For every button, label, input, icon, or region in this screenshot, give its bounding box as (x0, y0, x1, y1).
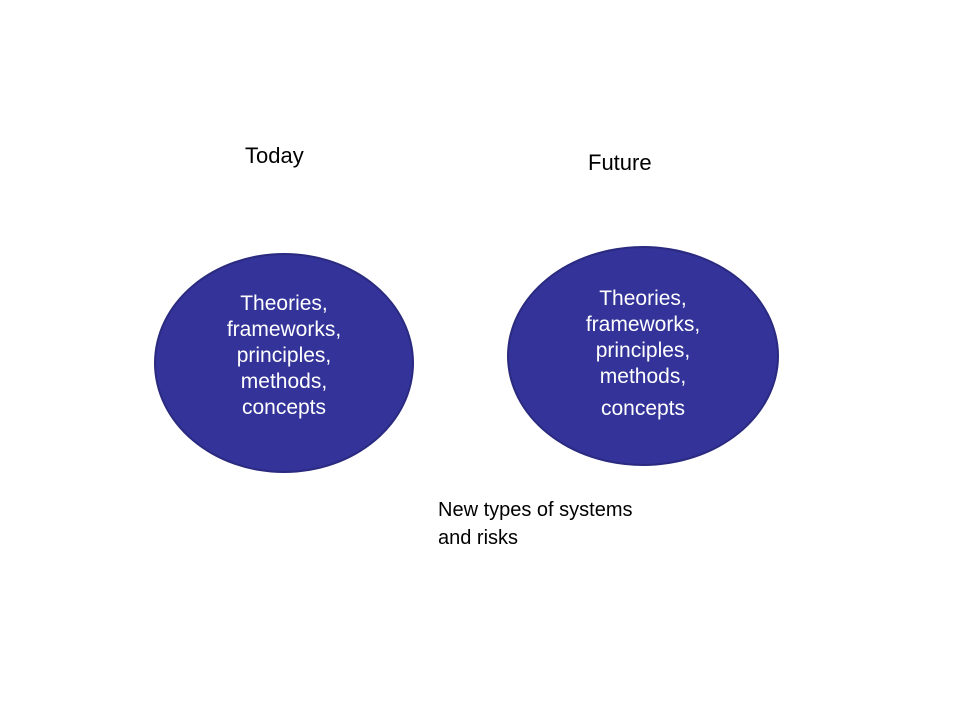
today-ellipse-line-5: concepts (241, 396, 327, 419)
today-label: Today (245, 143, 304, 168)
future-ellipse-line-5: concepts (600, 397, 686, 420)
caption: New types of systems and risks (438, 496, 698, 552)
future-ellipse-text: Theories, frameworks, principles, method… (509, 286, 777, 422)
future-ellipse-line-3: principles, (595, 339, 691, 362)
today-ellipse: Theories, frameworks, principles, method… (154, 253, 414, 473)
today-ellipse-line-2: frameworks, (226, 318, 342, 341)
today-ellipse-line-3: principles, (236, 344, 332, 367)
today-ellipse-line-1: Theories, (240, 292, 328, 315)
future-label: Future (588, 150, 652, 175)
future-ellipse-line-4: methods, (599, 365, 687, 388)
today-ellipse-text: Theories, frameworks, principles, method… (156, 291, 412, 421)
future-ellipse: Theories, frameworks, principles, method… (507, 246, 779, 466)
caption-line-1: New types of systems (438, 499, 633, 521)
caption-line-2: and risks (438, 527, 519, 549)
future-ellipse-line-2: frameworks, (585, 313, 701, 336)
future-ellipse-line-1: Theories, (599, 287, 687, 310)
today-ellipse-line-4: methods, (240, 370, 328, 393)
